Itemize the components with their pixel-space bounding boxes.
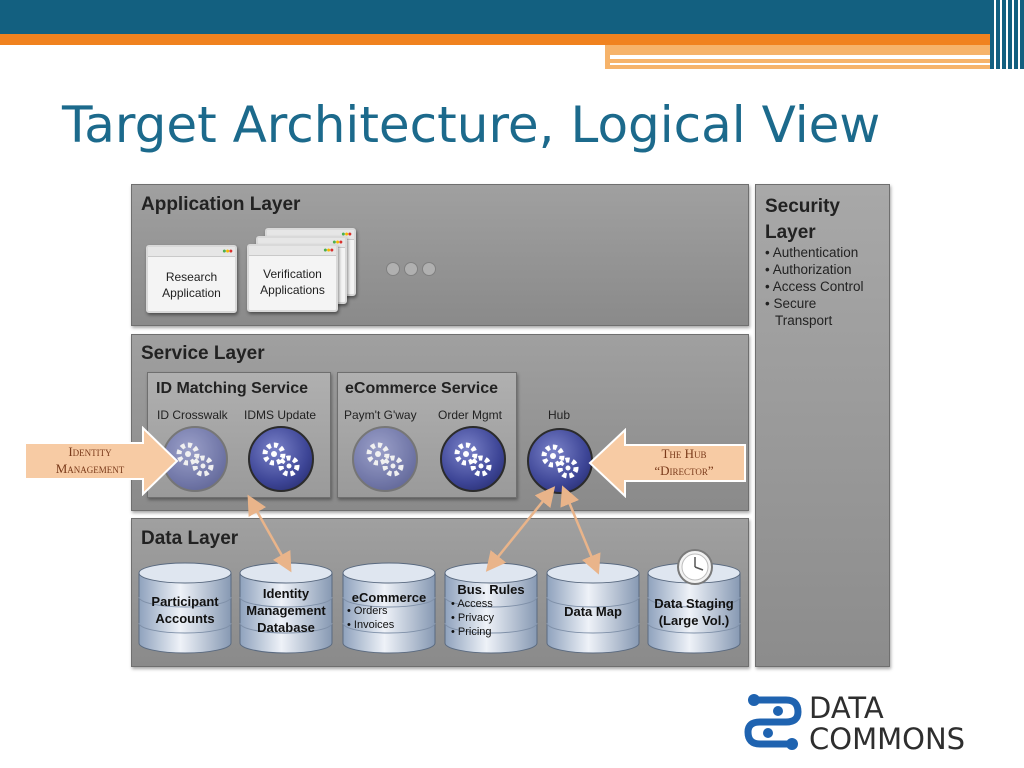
- research-app-label: Research Application: [148, 269, 235, 301]
- store-item: Invoices: [347, 618, 394, 632]
- payment-gateway-label: Paym't G'way: [344, 408, 417, 422]
- data-layer: [131, 518, 749, 667]
- header-accent-orange: [0, 34, 1024, 45]
- id-matching-service-title: ID Matching Service: [156, 380, 309, 397]
- participant-accounts-database-icon: Participant Accounts: [137, 561, 233, 655]
- verification-app-label: Verification Applications: [249, 266, 336, 298]
- store-label-line: (Large Vol.): [658, 613, 730, 628]
- order-mgmt-label: Order Mgmt: [438, 408, 503, 422]
- store-label-line: Management: [246, 603, 326, 618]
- store-label-line: Accounts: [155, 611, 215, 626]
- id-crosswalk-label: ID Crosswalk: [157, 408, 228, 422]
- header-bar: [0, 0, 1024, 34]
- app-label-line: Research: [165, 270, 218, 284]
- app-label-line: Application: [162, 286, 221, 300]
- window-controls-icon: ●●●: [323, 247, 334, 254]
- security-item: Authentication: [765, 244, 865, 261]
- verification-applications-window: ●●● Verification Applications: [247, 244, 338, 312]
- store-item: Orders: [347, 604, 394, 618]
- security-title-line2: Layer: [765, 222, 816, 243]
- ecommerce-service-title: eCommerce Service: [345, 380, 498, 397]
- slide-title: Target Architecture, Logical View: [62, 96, 881, 154]
- header-stripes: [990, 0, 1024, 69]
- idms-update-gear-icon: [248, 426, 314, 492]
- application-layer-title: Application Layer: [141, 194, 301, 215]
- window-controls-icon: ●●●: [332, 239, 343, 246]
- participant-accounts-label: Participant Accounts: [137, 593, 233, 627]
- hub-label: Hub: [548, 408, 571, 422]
- callout-line: The Hub: [661, 446, 707, 461]
- idms-update-label: IDMS Update: [244, 408, 317, 422]
- ecommerce-store-title: eCommerce: [351, 590, 427, 605]
- security-item: Secure Transport: [765, 295, 865, 329]
- store-label-line: Database: [257, 620, 315, 635]
- logo-line-1: DATA: [809, 691, 884, 725]
- research-application-window: ●●● Research Application: [146, 245, 237, 313]
- header-accent-line: [610, 55, 990, 59]
- callout-line: Identity: [68, 444, 112, 459]
- identity-management-database-icon: Identity Management Database: [238, 561, 334, 655]
- business-rules-list: Access Privacy Pricing: [451, 597, 494, 639]
- identity-management-callout-arrow: [24, 426, 179, 496]
- hub-director-callout: The Hub “Director”: [625, 445, 743, 479]
- data-map-label: Data Map: [564, 604, 622, 619]
- data-staging-label: Data Staging (Large Vol.): [646, 595, 742, 629]
- store-label-line: Participant: [151, 594, 219, 609]
- callout-line: “Director”: [654, 463, 714, 478]
- security-item: Access Control: [765, 278, 865, 295]
- security-item: Authorization: [765, 261, 865, 278]
- window-controls-icon: ●●●: [222, 248, 233, 255]
- window-controls-icon: ●●●: [341, 231, 352, 238]
- clock-icon: [677, 549, 713, 585]
- hub-gear-icon: [527, 428, 593, 494]
- security-title-line1: Security: [765, 196, 840, 217]
- hub-director-callout-arrow: [588, 428, 746, 498]
- ellipsis-icon: [386, 262, 436, 276]
- callout-line: Management: [55, 461, 125, 476]
- service-layer-title: Service Layer: [141, 343, 265, 364]
- app-label-line: Verification: [263, 267, 322, 281]
- app-label-line: Applications: [260, 283, 325, 297]
- store-item: Pricing: [451, 625, 494, 639]
- store-label-line: Data Staging: [654, 596, 734, 611]
- store-item: Privacy: [451, 611, 494, 625]
- data-map-database-icon: Data Map: [545, 561, 641, 655]
- logo-line-2: COMMONS: [809, 722, 966, 756]
- ecommerce-database-icon: eCommerce Orders Invoices: [341, 561, 437, 655]
- store-label-line: Identity: [262, 586, 310, 601]
- data-staging-database-icon: Data Staging (Large Vol.): [646, 561, 742, 655]
- header-accent-line-2: [610, 63, 1024, 65]
- hub-to-bus-rules-arrow: [485, 486, 556, 572]
- business-rules-title: Bus. Rules: [457, 582, 525, 597]
- security-layer-title: Security Layer: [765, 194, 840, 246]
- store-item: Access: [451, 597, 494, 611]
- ecommerce-store-list: Orders Invoices: [347, 604, 394, 632]
- idms-to-identity-db-arrow: [247, 494, 292, 573]
- window-titlebar: ●●●: [148, 247, 235, 257]
- identity-management-label: Identity Management Database: [238, 585, 334, 636]
- window-titlebar: ●●●: [249, 246, 336, 256]
- security-list: Authentication Authorization Access Cont…: [765, 244, 865, 329]
- data-layer-title: Data Layer: [141, 528, 239, 549]
- hub-to-data-map-arrow: [560, 485, 601, 575]
- data-commons-logo-icon: [744, 694, 802, 750]
- order-mgmt-gear-icon: [440, 426, 506, 492]
- payment-gateway-gear-icon: [352, 426, 418, 492]
- identity-management-callout: Identity Management: [26, 443, 154, 477]
